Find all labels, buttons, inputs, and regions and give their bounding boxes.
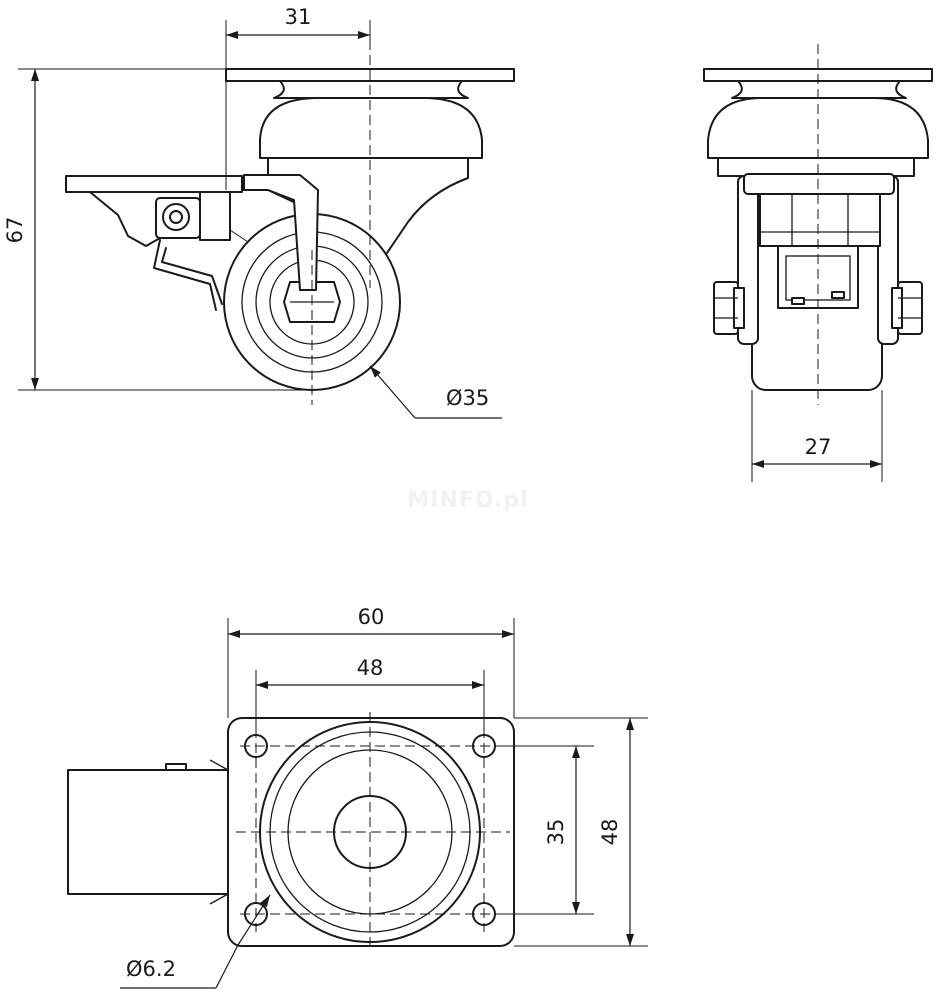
side-view bbox=[65, 40, 515, 405]
dim-mount-offset: 31 bbox=[285, 5, 312, 29]
dim-total-height: 67 bbox=[3, 217, 27, 244]
top-dims: 60 48 35 48 Ø6.2 bbox=[120, 605, 648, 989]
front-dims: 27 bbox=[751, 390, 883, 482]
dim-hole-spacing-y: 35 bbox=[544, 819, 568, 846]
dim-wheel-diameter: Ø35 bbox=[446, 386, 489, 410]
side-brake-lever bbox=[153, 239, 217, 311]
top-brake-pedal bbox=[67, 769, 229, 895]
side-swivel-head bbox=[259, 97, 483, 159]
top-view bbox=[67, 712, 515, 952]
dim-hole-diameter: Ø6.2 bbox=[126, 957, 176, 981]
dim-plate-width: 60 bbox=[358, 605, 385, 629]
dim-hole-spacing-x: 48 bbox=[357, 656, 384, 680]
side-brake-pedal bbox=[65, 175, 243, 193]
front-view bbox=[703, 44, 933, 405]
watermark: MINFO.pl bbox=[407, 488, 528, 513]
dim-wheel-width: 27 bbox=[805, 435, 832, 459]
side-dims: 31 67 Ø35 bbox=[3, 5, 502, 419]
dim-plate-depth: 48 bbox=[598, 819, 622, 846]
